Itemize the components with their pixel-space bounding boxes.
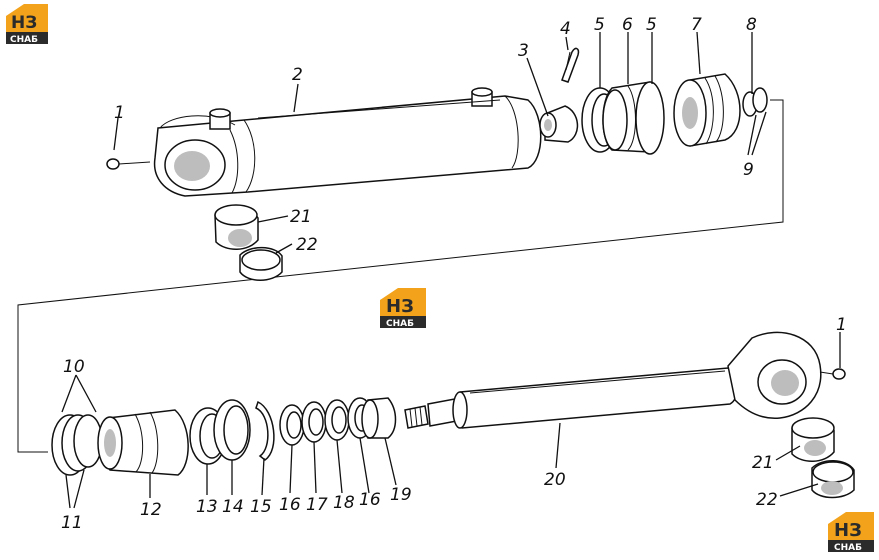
brand-logo-top-left: НЗ СНАБ (4, 2, 54, 46)
piston-7 (673, 73, 741, 147)
label-22-bottom: 22 (756, 490, 778, 510)
brand-logo-center: НЗ СНАБ (378, 286, 428, 330)
label-15: 15 (250, 497, 272, 517)
logo-top-text: НЗ (386, 296, 414, 317)
label-6: 6 (622, 15, 633, 35)
label-19: 19 (390, 485, 412, 505)
ring-22-bottom (811, 460, 855, 499)
seal-19 (361, 397, 397, 439)
label-3: 3 (518, 41, 529, 61)
label-21-bottom: 21 (752, 453, 774, 473)
ring-22-top (239, 246, 283, 281)
plug-1-bottom (819, 368, 846, 380)
snap-ring-15 (255, 400, 275, 461)
label-10: 10 (63, 357, 85, 377)
bushing-21-bottom (791, 417, 835, 462)
leader-lines (61, 31, 841, 509)
label-20: 20 (544, 470, 566, 490)
logo-top-text: НЗ (834, 520, 862, 541)
label-1-top: 1 (114, 103, 125, 123)
nut-3 (539, 105, 579, 143)
label-4: 4 (560, 19, 571, 39)
bushing-21-top (214, 204, 259, 250)
logo-bottom-text: СНАБ (386, 319, 414, 329)
label-17: 17 (306, 495, 328, 515)
logo-bottom-text: СНАБ (834, 543, 862, 553)
label-16b: 16 (359, 490, 381, 510)
label-5a: 5 (594, 15, 605, 35)
piston-rod-20 (404, 331, 822, 429)
label-8: 8 (746, 15, 757, 35)
ring-18 (324, 399, 350, 441)
label-7: 7 (691, 15, 702, 35)
brand-logo-bottom-right: НЗ СНАБ (826, 510, 876, 554)
cotter-pin-4 (561, 47, 580, 83)
o-ring-8 (742, 87, 768, 117)
plug-1-top (106, 158, 151, 170)
assembly-connector-line (17, 99, 784, 453)
part-labels: 1 2 3 4 5 6 5 7 8 9 21 22 10 11 12 13 14… (61, 15, 847, 533)
label-11: 11 (61, 513, 83, 533)
label-2: 2 (292, 65, 303, 85)
logo-top-text: НЗ (11, 13, 37, 33)
gland-12 (97, 409, 189, 476)
label-22-top: 22 (296, 235, 318, 255)
label-13: 13 (196, 497, 218, 517)
label-5b: 5 (646, 15, 657, 35)
label-12: 12 (140, 500, 162, 520)
label-16a: 16 (279, 495, 301, 515)
logo-bottom-text: СНАБ (10, 35, 38, 45)
ring-16a (279, 404, 305, 446)
label-9: 9 (743, 160, 754, 180)
label-1-bottom: 1 (836, 315, 847, 335)
label-21-top: 21 (290, 207, 312, 227)
guide-ring-5b (635, 81, 665, 155)
rings-10-11 (51, 414, 103, 476)
label-14: 14 (222, 497, 244, 517)
ring-17 (301, 401, 327, 443)
label-18: 18 (333, 493, 355, 513)
cylinder-barrel (153, 87, 542, 197)
seal-14 (213, 399, 251, 461)
